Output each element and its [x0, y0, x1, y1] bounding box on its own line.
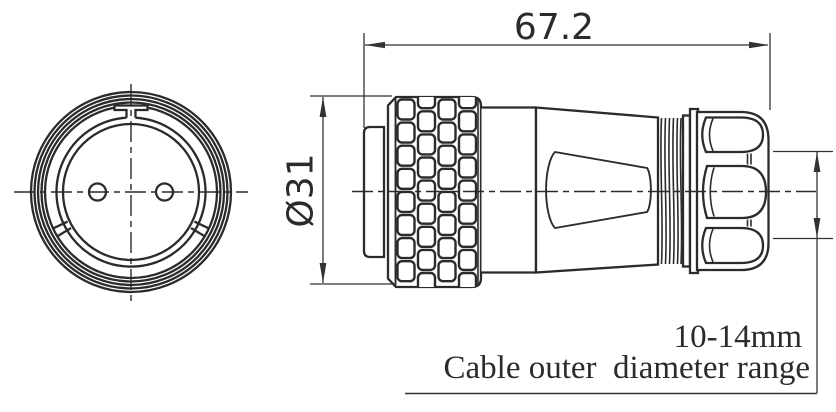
front-view-end-face	[14, 84, 248, 304]
knurl-cell	[396, 121, 416, 144]
diameter-value: Ø31	[280, 153, 322, 228]
cable-range-value: 10-14mm	[673, 319, 802, 355]
knurl-cell	[457, 110, 478, 133]
knurl-cell	[437, 167, 457, 191]
body-collar	[481, 106, 538, 274]
knurl-cell	[416, 110, 437, 133]
dimension-cable-range	[405, 150, 833, 395]
cable-range-caption: Cable outer diameter range	[443, 350, 811, 386]
arrowhead-right	[749, 41, 769, 49]
knurl-cell	[457, 202, 478, 225]
knurl-cell	[457, 156, 478, 179]
mating-lip	[362, 125, 386, 259]
knurl-cell	[437, 236, 457, 260]
coupling-nut-knurled	[386, 95, 483, 289]
knurl-cell	[457, 179, 478, 202]
knurl-cell	[437, 213, 457, 237]
knurl-grip-cells	[396, 97, 478, 287]
bayonet-notch-right	[190, 220, 210, 238]
internal-cable-clamp	[545, 150, 652, 230]
arrowhead-down	[813, 218, 821, 238]
knurl-cell	[457, 225, 478, 249]
bayonet-notch-left	[52, 220, 72, 238]
knurl-cell	[396, 236, 416, 260]
knurl-cell	[457, 271, 478, 287]
knurl-cell	[396, 260, 416, 283]
arrowhead-down	[319, 263, 327, 283]
knurl-cell	[437, 98, 457, 121]
sleeve-circle	[55, 116, 207, 268]
side-view	[352, 95, 816, 289]
knurl-cell	[416, 248, 437, 272]
knurl-cell	[416, 97, 437, 110]
knurl-cell	[396, 167, 416, 191]
gland-nut-lobe-bottom	[701, 226, 765, 265]
knurl-cell	[396, 144, 416, 167]
knurl-cell	[396, 190, 416, 214]
dimension-diameter	[310, 95, 392, 285]
knurl-cell	[396, 98, 416, 121]
dimension-overall-length	[363, 33, 771, 128]
knurl-cell	[416, 133, 437, 156]
overall-length-value: 67.2	[513, 7, 595, 48]
arrowhead-up	[319, 97, 327, 117]
knurl-cell	[416, 202, 437, 225]
knurl-cell	[416, 225, 437, 249]
arrowhead-up	[813, 152, 821, 172]
knurl-cell	[457, 133, 478, 156]
thread-section	[660, 117, 683, 265]
knurl-cell	[437, 121, 457, 144]
body-taper	[534, 106, 660, 274]
knurl-cell	[457, 248, 478, 272]
knurl-cell	[437, 190, 457, 214]
gland-nut-lobe-top	[701, 116, 765, 154]
knurl-cell	[437, 144, 457, 167]
arrowhead-left	[365, 41, 385, 49]
knurl-cell	[416, 179, 437, 202]
knurl-cell	[416, 271, 437, 287]
knurl-cell	[437, 260, 457, 283]
knurl-cell	[396, 213, 416, 237]
knurl-cell	[416, 156, 437, 179]
knurl-cell	[457, 97, 478, 110]
